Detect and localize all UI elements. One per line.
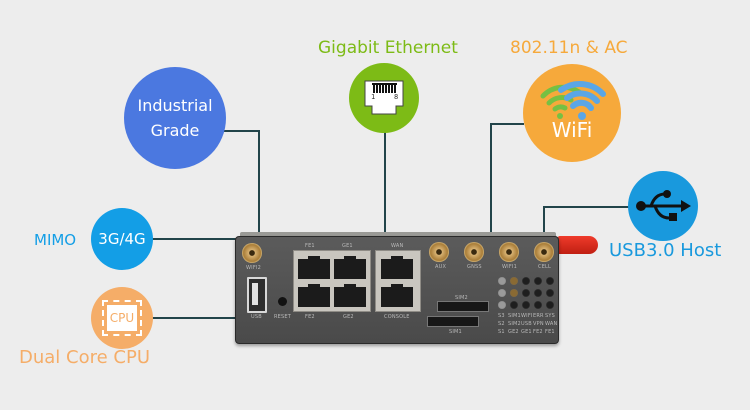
sim2-label: SIM2 [455,295,468,301]
led-label: FE2 [533,329,543,335]
wan-console-block [375,250,421,312]
cpu-connector [150,317,238,319]
ethernet-port-icon [364,80,404,115]
wifi-icon [540,80,606,120]
usb-badge [628,171,698,241]
mimo-label: MIMO [34,231,77,249]
mimo-connector [150,238,238,240]
router-top-edge [240,232,556,238]
lan-port-block [293,250,371,312]
reset-label: RESET [274,314,292,320]
wan-port [381,256,413,279]
usb-icon [636,190,691,221]
wifi2-label: WIFI2 [246,265,261,271]
pin-8-label: 8 [394,93,399,101]
wifi-connector-v [490,123,492,238]
sim2-slot [437,301,489,312]
led-label: WIFI [521,313,533,319]
industrial-connector-v [258,130,260,238]
led [546,289,554,297]
wifi1-label: WIFI1 [502,264,517,270]
usb-label: USB3.0 Host [609,240,722,261]
ge1-port [334,256,366,279]
led [522,301,530,309]
console-label: CONSOLE [384,314,410,320]
cell-label: CELL [538,264,552,270]
led [498,289,506,297]
led [534,289,542,297]
led-label: SIM1 [508,313,521,319]
wifi-icon-text: WiFi [551,118,593,142]
wan-label: WAN [391,243,404,249]
aux-label: AUX [435,264,447,270]
usb-connector-v [543,206,545,238]
led [510,277,518,285]
cpu-chip-icon: CPU [102,300,142,336]
reset-button [278,297,287,306]
wifi-badge: WiFi [523,64,621,162]
cpu-badge: CPU [91,287,153,349]
fe2-label: FE2 [305,314,315,320]
wifi-standard-label: 802.11n & AC [510,38,628,58]
wifi2-antenna-connector [242,243,262,263]
usb-port [247,277,267,313]
led [522,289,530,297]
aux-antenna-connector [429,242,449,262]
usb-port-label: USB [251,314,262,320]
ge1-label: GE1 [342,243,353,249]
led-label: GE1 [521,329,532,335]
mimo-circle-text: 3G/4G [98,230,146,248]
led [546,277,554,285]
led [534,277,542,285]
fe1-port [298,256,330,279]
gigabit-connector [384,128,386,238]
cell-antenna [558,236,598,254]
led [522,277,530,285]
led [510,289,518,297]
cpu-icon-text: CPU [109,311,135,325]
console-port [381,284,413,307]
led-label: FE1 [545,329,555,335]
led [498,301,506,309]
pin-1-label: 1 [371,93,376,101]
led-label: SIM2 [508,321,521,327]
ge2-port [334,284,366,307]
fe2-port [298,284,330,307]
gnss-antenna-connector [464,242,484,262]
wifi-connector-h [490,123,524,125]
led [510,301,518,309]
led [546,301,554,309]
led-label: S2 [498,321,505,327]
ge2-label: GE2 [343,314,354,320]
industrial-grade-badge: Industrial Grade [124,67,226,169]
led [534,301,542,309]
industrial-line2: Grade [150,121,200,140]
led-label: WAN [545,321,558,327]
led [498,277,506,285]
wifi1-antenna-connector [499,242,519,262]
led-label: S3 [498,313,505,319]
led-label: ERR [533,313,544,319]
led-label: USB [521,321,532,327]
gigabit-label: Gigabit Ethernet [318,38,458,58]
gnss-label: GNSS [467,264,482,270]
sim1-label: SIM1 [449,329,462,335]
led-label: SYS [545,313,556,319]
led-label: GE2 [508,329,519,335]
industrial-connector-h [222,130,260,132]
usb-connector-h [543,206,629,208]
led-label: VPN [533,321,544,327]
industrial-line1: Industrial [137,96,213,115]
cpu-label: Dual Core CPU [19,347,151,368]
sim1-slot [427,316,479,327]
cell-antenna-connector [534,242,554,262]
fe1-label: FE1 [305,243,315,249]
led-label: S1 [498,329,505,335]
mimo-badge: 3G/4G [91,208,153,270]
gigabit-badge: 1 8 [349,63,419,133]
